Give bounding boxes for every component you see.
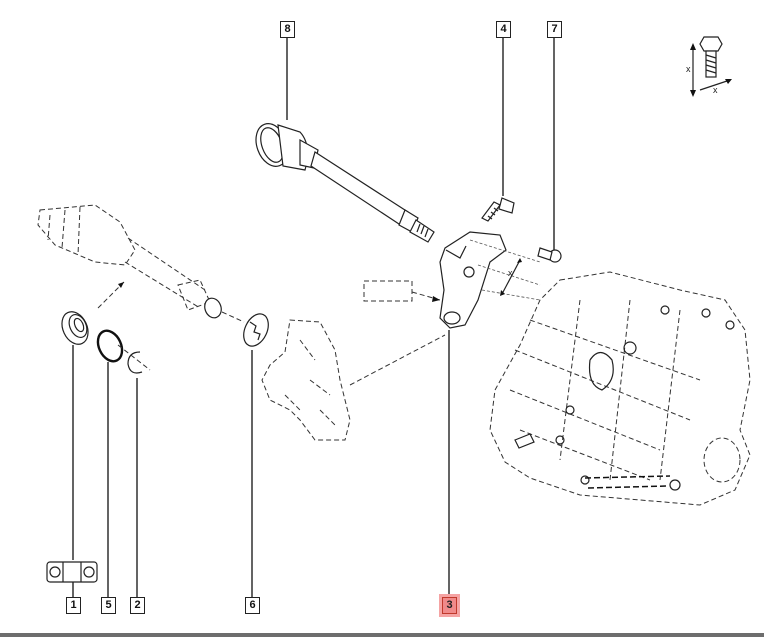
part-4-bolt[interactable]	[481, 197, 515, 222]
gearbox-housing	[489, 271, 751, 506]
callout-1[interactable]: 1	[66, 597, 81, 614]
callout-5[interactable]: 5	[101, 597, 116, 614]
dimension-x-label: x	[508, 268, 513, 278]
part-8-driveshaft[interactable]	[250, 119, 435, 243]
part-6-dust-shield[interactable]	[221, 310, 273, 350]
bearing-pair-icon	[46, 561, 98, 583]
part-1-bearing[interactable]	[57, 308, 93, 349]
part-5-o-ring[interactable]	[93, 327, 126, 365]
callout-4[interactable]: 4	[496, 21, 511, 38]
gearbox-mount-ghost	[261, 319, 446, 441]
torque-x-label-2: x	[713, 85, 718, 95]
callout-2[interactable]: 2	[130, 597, 145, 614]
callout-7[interactable]: 7	[547, 21, 562, 38]
callout-8[interactable]: 8	[280, 21, 295, 38]
leader-lines	[72, 36, 555, 597]
callout-3-highlighted[interactable]: 3	[442, 597, 457, 614]
torque-x-label-1: x	[686, 64, 691, 74]
part-2-circlip[interactable]	[117, 344, 151, 374]
placeholder-box	[363, 280, 441, 302]
bolt-torque-icon: x x	[686, 36, 732, 97]
part-3-bracket[interactable]: x	[439, 231, 541, 329]
bottom-divider	[0, 633, 764, 637]
outer-cv-joint-ghost	[37, 204, 222, 319]
part-7-nut[interactable]	[537, 247, 562, 263]
callout-6[interactable]: 6	[245, 597, 260, 614]
